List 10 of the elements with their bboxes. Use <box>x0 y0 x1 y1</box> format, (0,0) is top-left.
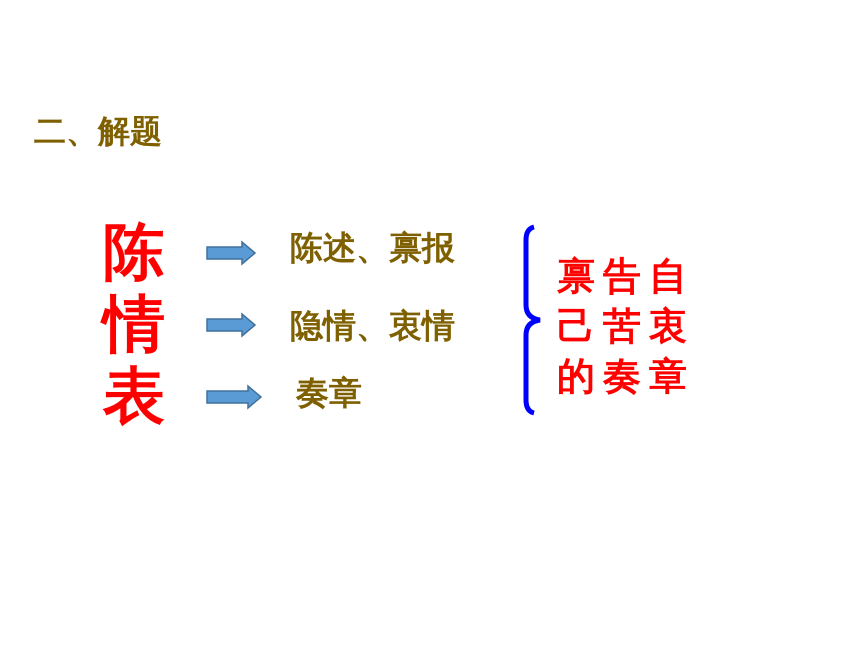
character: 陈 <box>103 222 165 284</box>
block-arrow <box>206 312 256 338</box>
meaning-text: 奏章 <box>296 376 362 409</box>
conclusion-text: 禀告自己苦衷的奏章 <box>557 255 695 400</box>
meaning-text: 隐情、衷情 <box>290 309 455 342</box>
title: 二、解题 <box>34 115 162 147</box>
meaning-text: 陈述、禀报 <box>290 231 455 264</box>
character: 表 <box>103 366 165 428</box>
block-arrow <box>206 240 256 266</box>
block-arrow <box>206 384 262 410</box>
